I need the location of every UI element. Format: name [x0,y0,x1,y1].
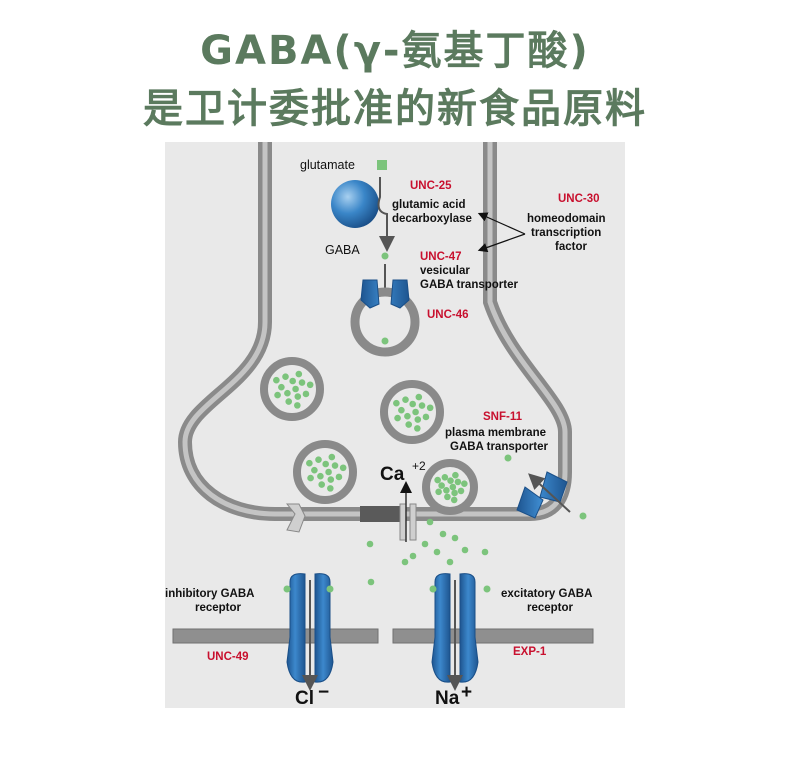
excitatory-receptor-icon [429,573,491,691]
chloride-charge: − [318,682,329,703]
sodium-charge: + [461,682,472,703]
gaba-synapse-diagram: glutamate UNC-25 glutamic acid decarboxy… [165,135,625,709]
glutamate-icon [377,160,387,170]
glutamate-label: glutamate [300,158,355,172]
synaptic-vesicle [380,380,444,444]
synaptic-vesicle [260,357,324,421]
title-line-1: GABA(γ-氨基丁酸) [200,28,590,74]
snf11-label: SNF-11 [483,411,523,423]
excitatory-label-2: receptor [527,602,574,614]
pm-label-1: plasma membrane [445,427,546,439]
homeo-label-3: factor [555,241,587,253]
inhibitory-label-1: inhibitory GABA [165,588,254,600]
inhibitory-label-2: receptor [195,602,242,614]
unc46-label: UNC-46 [427,309,469,321]
excitatory-label-1: excitatory GABA [501,588,592,600]
title-line-2: 是卫计委批准的新食品原料 [143,86,647,132]
vgat-label-2: GABA transporter [420,279,518,291]
vgat-label-1: vesicular [420,265,470,277]
chloride-ion-label: Cl [295,688,314,708]
pm-label-2: GABA transporter [450,441,548,453]
unc49-label: UNC-49 [207,651,249,663]
gad-label-2: decarboxylase [392,213,472,225]
homeo-label-2: transcription [531,227,601,239]
postsynaptic-membrane-right [392,628,594,644]
homeo-label-1: homeodomain [527,213,606,225]
exp1-label: EXP-1 [513,646,547,658]
calcium-charge: +2 [412,459,426,473]
sodium-ion-label: Na [435,688,460,708]
gaba-label: GABA [325,243,360,257]
synaptic-vesicle [293,440,357,504]
unc25-label: UNC-25 [410,180,452,192]
inhibitory-receptor-icon [283,573,334,691]
gad-label-1: glutamic acid [392,199,466,211]
unc47-label: UNC-47 [420,251,462,263]
unc30-label: UNC-30 [558,193,600,205]
calcium-label: Ca [380,464,405,485]
vgat-transporter-icon [360,279,410,309]
postsynaptic-membrane-left [172,628,379,644]
gad-enzyme-icon [331,180,379,228]
